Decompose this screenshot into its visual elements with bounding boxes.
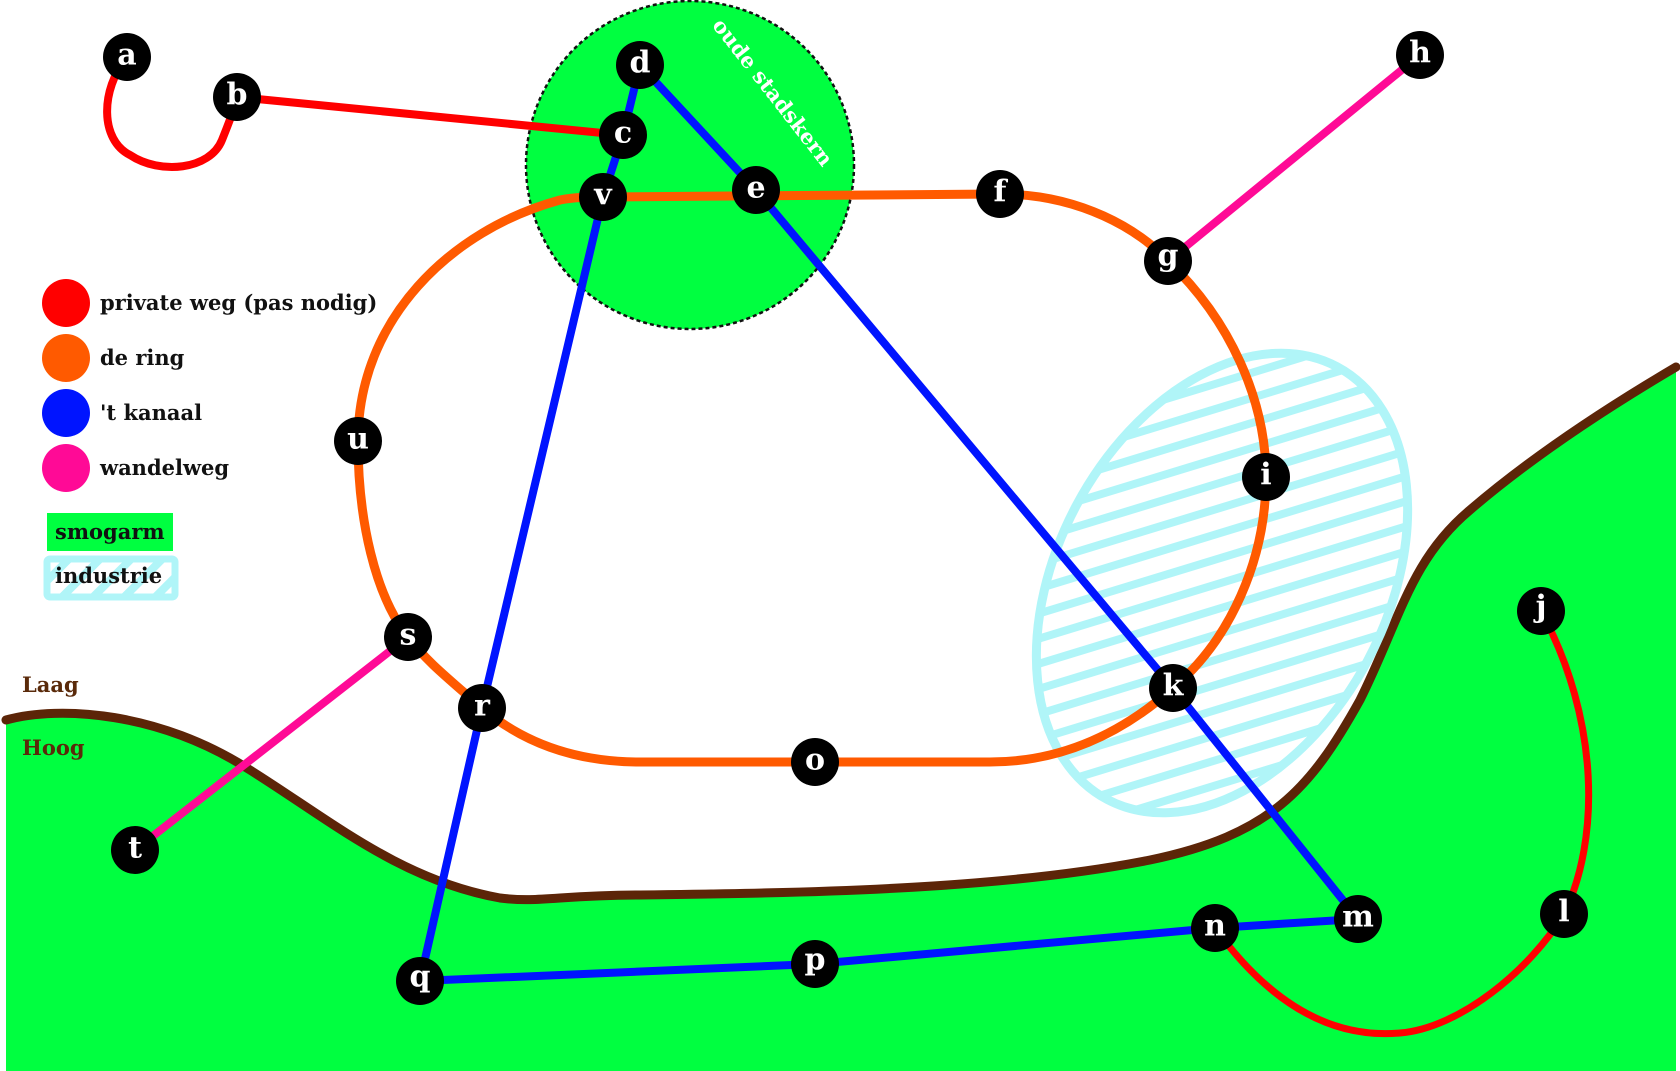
node-label: f	[994, 175, 1009, 210]
node-label: c	[614, 116, 632, 151]
map-nodes: a b c d e f g h i j k l m n o p q r s t …	[103, 31, 1588, 1005]
node-label: o	[805, 743, 825, 778]
ring-road	[353, 189, 1271, 767]
node-o[interactable]: o	[791, 738, 839, 786]
walkway-g-h	[1165, 51, 1423, 265]
node-label: k	[1163, 669, 1185, 704]
node-s[interactable]: s	[384, 613, 432, 661]
node-j[interactable]: j	[1517, 587, 1565, 635]
high-ground-area	[6, 367, 1676, 1071]
node-t[interactable]: t	[111, 826, 159, 874]
node-label: u	[347, 422, 369, 457]
node-label: a	[117, 38, 136, 73]
node-label: d	[630, 46, 651, 81]
industry-area	[1031, 348, 1413, 818]
private-road-n-l-j	[1211, 607, 1593, 1038]
node-a[interactable]: a	[103, 33, 151, 81]
legend: private weg (pas nodig) de ring 't kanaa…	[42, 279, 377, 601]
node-label: l	[1558, 895, 1569, 930]
node-label: v	[593, 178, 613, 213]
node-k[interactable]: k	[1149, 664, 1197, 712]
low-region-label: Laag	[22, 672, 79, 697]
node-n[interactable]: n	[1191, 904, 1239, 952]
node-label: q	[410, 960, 431, 995]
legend-swatch-walkway	[42, 444, 90, 492]
node-label: p	[805, 943, 826, 978]
node-f[interactable]: f	[976, 170, 1024, 218]
node-v[interactable]: v	[579, 173, 627, 221]
node-r[interactable]: r	[458, 684, 506, 732]
node-m[interactable]: m	[1334, 895, 1382, 943]
legend-label-private-road: private weg (pas nodig)	[100, 290, 377, 315]
legend-swatch-industry	[43, 555, 179, 601]
node-label: s	[400, 618, 417, 653]
legend-label-smog-free: smogarm	[55, 519, 165, 544]
high-region-label: Hoog	[22, 735, 85, 760]
node-u[interactable]: u	[334, 417, 382, 465]
legend-label-walkway: wandelweg	[99, 455, 229, 480]
legend-label-canal: 't kanaal	[100, 400, 202, 425]
legend-swatch-canal	[42, 389, 90, 437]
node-c[interactable]: c	[599, 111, 647, 159]
node-l[interactable]: l	[1540, 890, 1588, 938]
node-g[interactable]: g	[1144, 237, 1192, 285]
private-road-a-b	[103, 53, 241, 171]
legend-swatch-ring	[42, 334, 90, 382]
elevation-boundary-line	[1, 362, 1680, 905]
node-e[interactable]: e	[732, 166, 780, 214]
node-label: r	[474, 689, 491, 724]
node-b[interactable]: b	[213, 73, 261, 121]
walkway-s-t	[132, 633, 411, 854]
old-town-district	[524, 0, 856, 331]
private-road-b-c	[236, 93, 624, 139]
node-label: e	[746, 171, 765, 206]
legend-label-industry: industrie	[55, 563, 162, 588]
legend-swatch-smog-free	[47, 513, 173, 551]
node-q[interactable]: q	[396, 957, 444, 1005]
node-label: h	[1409, 36, 1431, 71]
node-p[interactable]: p	[791, 940, 839, 988]
node-label: n	[1204, 909, 1226, 944]
node-i[interactable]: i	[1242, 453, 1290, 501]
node-label: m	[1342, 900, 1374, 935]
node-d[interactable]: d	[616, 41, 664, 89]
node-label: j	[1533, 590, 1547, 625]
legend-swatch-private-road	[42, 279, 90, 327]
node-label: t	[128, 831, 142, 866]
legend-label-ring: de ring	[100, 345, 185, 370]
node-h[interactable]: h	[1396, 31, 1444, 79]
node-label: g	[1158, 239, 1179, 274]
node-label: b	[227, 78, 248, 113]
node-label: i	[1260, 458, 1271, 493]
